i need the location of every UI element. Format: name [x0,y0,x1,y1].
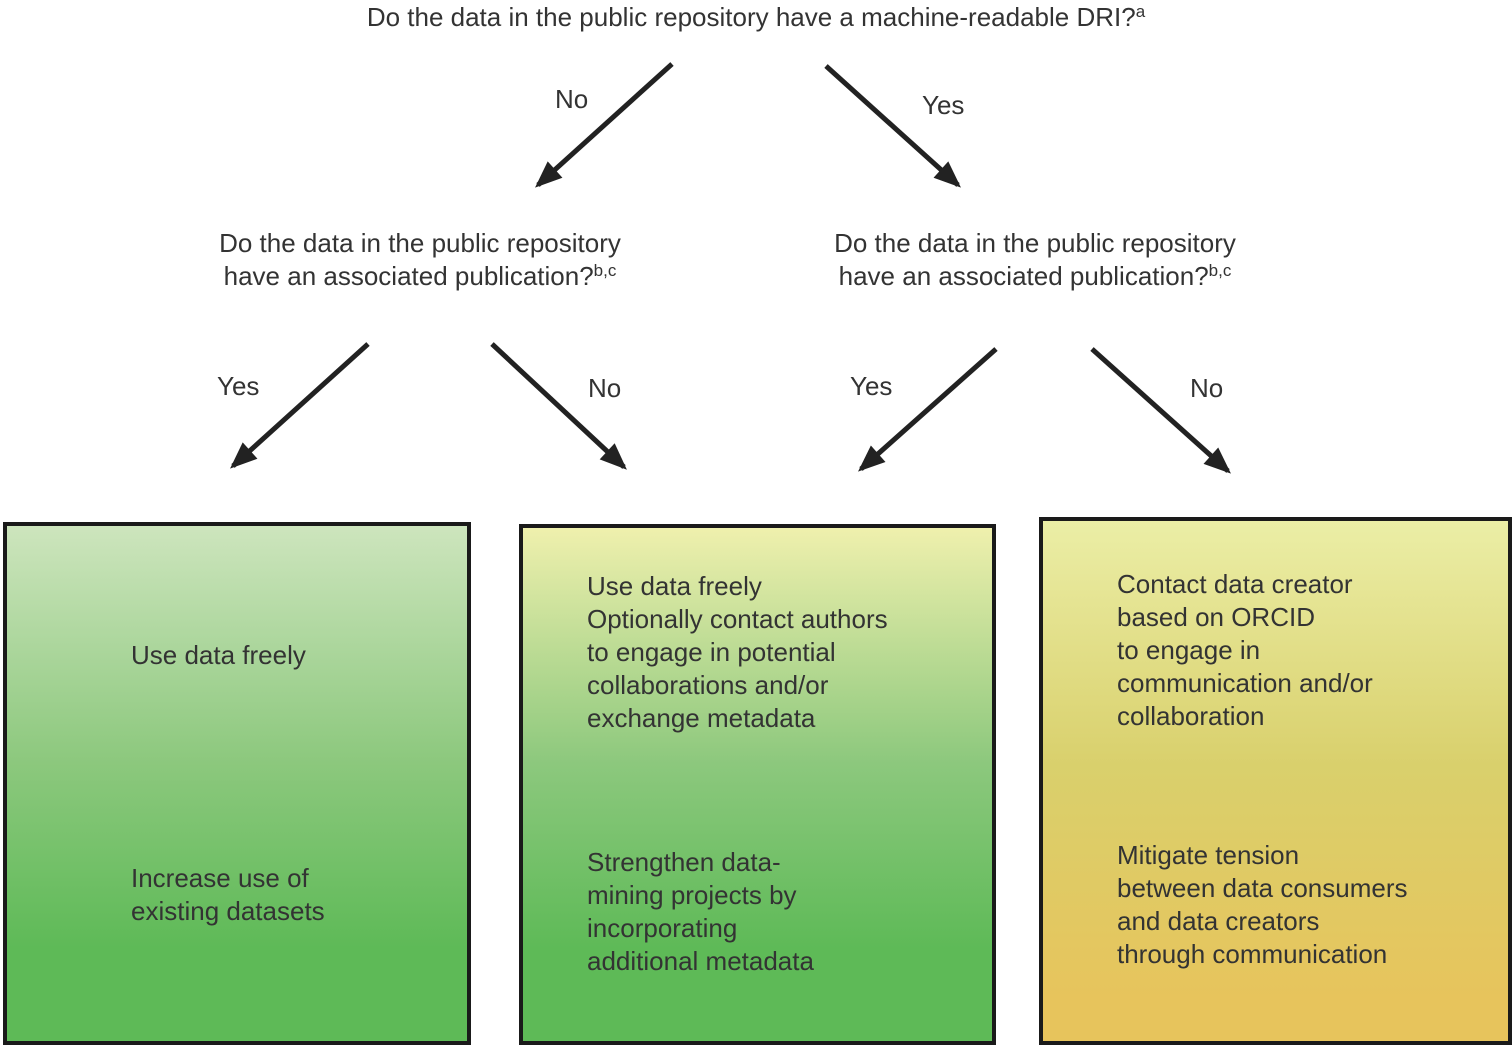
branch-label-root-yes: Yes [922,90,965,120]
right-question-line2: have an associated publication? [838,261,1209,291]
arrow-left-no [490,342,627,470]
outcome-middle-top-text: Use data freely Optionally contact autho… [587,571,888,733]
right-question-line1: Do the data in the public repository [834,228,1236,258]
right-question-footnote: b,c [1208,261,1232,280]
outcome-right-bottom-text: Mitigate tension between data consumers … [1117,840,1408,969]
left-question-line1: Do the data in the public repository [219,228,621,258]
branch-label-root-no: No [555,84,589,114]
outcome-right-top-text: Contact data creator based on ORCID to e… [1117,569,1373,731]
right-question-line2-wrap: have an associated publication?b,c [735,260,1335,293]
root-question: Do the data in the public repository hav… [0,1,1512,34]
left-question-footnote: b,c [593,261,617,280]
outcome-middle-bottom-text: Strengthen data- mining projects by inco… [587,847,814,976]
arrow-right-no [1090,347,1231,474]
right-question: Do the data in the public repository hav… [735,227,1335,293]
left-question-line2: have an associated publication? [223,261,594,291]
branch-label-right-no: No [1190,373,1224,403]
root-question-footnote: a [1135,2,1146,21]
branch-label-left-no: No [588,373,622,403]
outcome-box-contact-data-creator: Contact data creator based on ORCID to e… [1039,517,1512,1045]
left-question-line2-wrap: have an associated publication?b,c [120,260,720,293]
outcome-left-bottom-text: Increase use of existing datasets [131,863,325,926]
arrow-right-yes [858,347,998,472]
arrow-root-yes [824,64,961,188]
arrow-root-no [535,62,674,188]
outcome-box-use-data-freely: Use data freely Increase use of existing… [3,522,471,1045]
outcome-left-top-text: Use data freely [131,640,306,670]
branch-label-right-yes: Yes [850,371,893,401]
branch-label-left-yes: Yes [217,371,260,401]
outcome-box-optionally-contact-authors: Use data freely Optionally contact autho… [519,524,996,1045]
arrow-left-yes [230,342,370,469]
left-question: Do the data in the public repository hav… [120,227,720,293]
root-question-text: Do the data in the public repository hav… [366,2,1136,32]
